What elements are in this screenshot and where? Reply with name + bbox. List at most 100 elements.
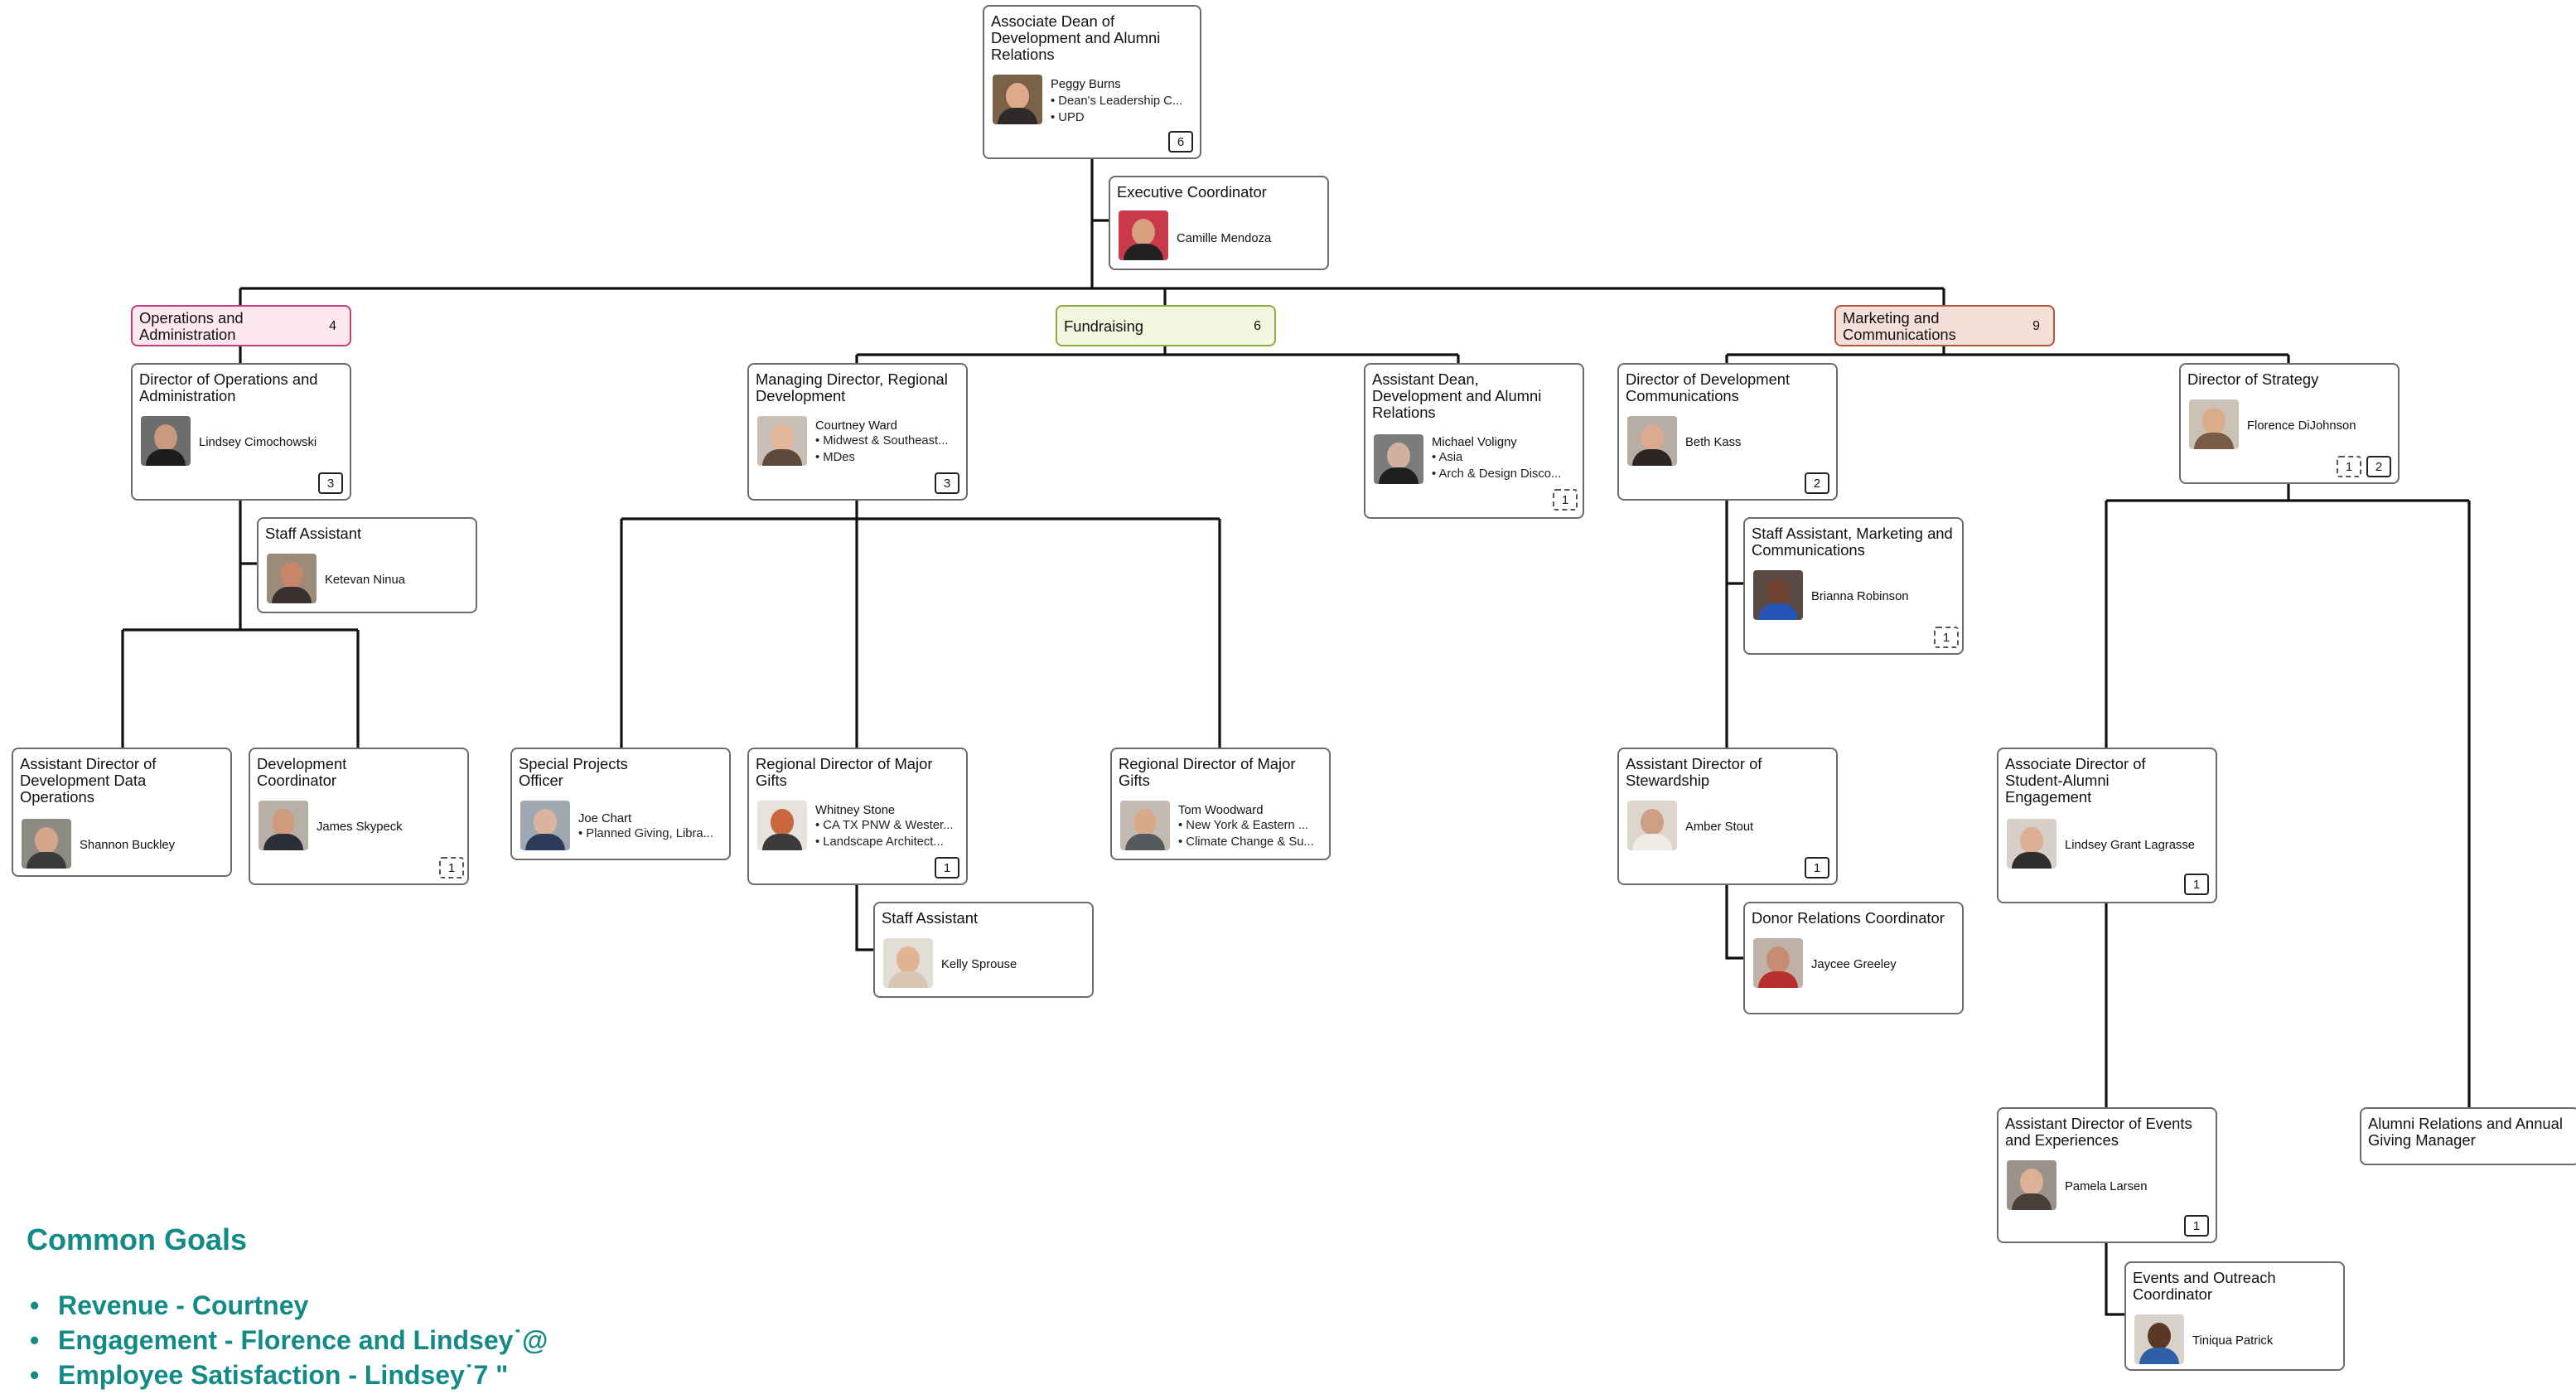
avatar [757, 801, 807, 850]
org-card-donor-relations-coordinator[interactable]: Donor Relations Coordinator Jaycee Greel… [1743, 902, 1964, 1014]
card-title: Director of Strategy [2187, 371, 2319, 388]
avatar [141, 416, 191, 466]
dept-label: Fundraising [1064, 318, 1144, 335]
reports-count-badge[interactable]: 1 [935, 857, 959, 879]
card-title: Director of Development Communications [1626, 371, 1791, 404]
avatar [1627, 801, 1677, 850]
avatar [22, 819, 71, 869]
dept-count: 6 [1254, 318, 1261, 333]
avatar [1374, 434, 1423, 484]
card-title: Donor Relations Coordinator [1752, 910, 1945, 927]
person-name: Ketevan Ninua [325, 572, 405, 587]
card-title: Assistant Director of Development Data O… [20, 756, 157, 806]
avatar [259, 801, 308, 850]
reports-count-badge[interactable]: 1 [2184, 1215, 2209, 1237]
org-card-development-coordinator[interactable]: Development Coordinator James Skypeck 1 [249, 748, 469, 885]
org-card-managing-director[interactable]: Managing Director, Regional Development … [747, 363, 968, 501]
org-card-staff-assistant-fund[interactable]: Staff Assistant Kelly Sprouse [873, 902, 1094, 998]
person-name: Peggy Burns [1051, 76, 1121, 91]
reports-count-badge[interactable]: 1 [1553, 489, 1578, 511]
avatar [2189, 399, 2239, 449]
org-card-director-operations[interactable]: Director of Operations and Administratio… [131, 363, 351, 501]
org-card-asst-dir-events[interactable]: Assistant Director of Events and Experie… [1997, 1107, 2217, 1243]
avatar [2007, 1160, 2056, 1210]
org-card-events-outreach-coordinator[interactable]: Events and Outreach Coordinator Tiniqua … [2124, 1261, 2345, 1371]
avatar [2007, 819, 2056, 869]
avatar [1627, 416, 1677, 466]
org-card-assoc-dir-student-alumni[interactable]: Associate Director of Student-Alumni Eng… [1997, 748, 2217, 903]
card-title: Director of Operations and Administratio… [139, 371, 318, 404]
org-card-regional-director-1[interactable]: Regional Director of Major Gifts Whitney… [747, 748, 968, 885]
person-details: • Dean's Leadership C...• UPD [1051, 93, 1183, 124]
org-card-staff-assistant-ops[interactable]: Staff Assistant Ketevan Ninua [257, 517, 477, 613]
dept-fundraising[interactable]: Fundraising 6 [1056, 305, 1276, 346]
card-title: Alumni Relations and Annual Giving Manag… [2368, 1116, 2563, 1149]
person-details: • Planned Giving, Libra... [578, 825, 713, 840]
common-goals-heading: Common Goals [27, 1223, 248, 1256]
goal-item: Revenue - Courtney [27, 1290, 548, 1324]
person-name: James Skypeck [317, 819, 403, 834]
reports-count-badge[interactable]: 1 [1934, 627, 1959, 648]
avatar [520, 801, 570, 850]
reports-count-badge[interactable]: 2 [2366, 456, 2391, 477]
card-title: Assistant Director of Stewardship [1626, 756, 1762, 789]
person-name: Brianna Robinson [1811, 588, 1909, 603]
card-title: Special Projects Officer [519, 756, 628, 789]
org-card-special-projects-officer[interactable]: Special Projects Officer Joe Chart • Pla… [510, 748, 731, 860]
avatar [1753, 570, 1803, 620]
dept-count: 4 [329, 318, 336, 333]
card-title: Staff Assistant [882, 910, 979, 927]
avatar [2134, 1314, 2184, 1364]
org-card-director-dev-communications[interactable]: Director of Development Communications B… [1617, 363, 1838, 501]
card-title: Events and Outreach Coordinator [2133, 1270, 2276, 1303]
org-card-regional-director-2[interactable]: Regional Director of Major Gifts Tom Woo… [1110, 748, 1331, 860]
org-card-associate-dean[interactable]: Associate Dean of Development and Alumni… [983, 5, 1201, 159]
reports-count-badge[interactable]: 3 [318, 472, 343, 494]
common-goals-list: Revenue - Courtney Engagement - Florence… [27, 1290, 548, 1394]
card-title: Executive Coordinator [1117, 184, 1267, 201]
card-title: Associate Director of Student-Alumni Eng… [2005, 756, 2146, 806]
org-card-alumni-relations-manager[interactable]: Alumni Relations and Annual Giving Manag… [2360, 1107, 2576, 1165]
org-card-staff-assistant-mkt[interactable]: Staff Assistant, Marketing and Communica… [1743, 517, 1964, 655]
dept-marketing-communications[interactable]: Marketing and Communications 9 [1834, 305, 2055, 346]
card-title: Regional Director of Major Gifts [1119, 756, 1296, 789]
person-name: Beth Kass [1685, 434, 1742, 449]
reports-count-badge[interactable]: 3 [935, 472, 959, 494]
card-title: Staff Assistant, Marketing and Communica… [1752, 525, 1953, 559]
card-title: Regional Director of Major Gifts [756, 756, 933, 789]
person-name: Kelly Sprouse [941, 956, 1017, 971]
avatar [1119, 211, 1168, 260]
person-name: Florence DiJohnson [2247, 418, 2356, 433]
person-name: Lindsey Grant Lagrasse [2065, 837, 2195, 852]
org-card-executive-coordinator[interactable]: Executive Coordinator Camille Mendoza [1109, 176, 1329, 270]
avatar [1120, 801, 1170, 850]
person-name: Whitney Stone [815, 802, 896, 817]
reports-count-badge[interactable]: 1 [2184, 874, 2209, 895]
avatar [1753, 938, 1803, 988]
reports-count-badge[interactable]: 1 [1805, 857, 1829, 879]
org-card-asst-dir-data-ops[interactable]: Assistant Director of Development Data O… [12, 748, 232, 877]
avatar [267, 554, 317, 603]
goal-item: Engagement - Florence and Lindsey˙@ [27, 1324, 548, 1359]
org-card-asst-dir-stewardship[interactable]: Assistant Director of Stewardship Amber … [1617, 748, 1838, 885]
person-name: Courtney Ward [815, 418, 897, 433]
card-title: Assistant Director of Events and Experie… [2005, 1116, 2192, 1149]
reports-count-badge[interactable]: 2 [1805, 472, 1829, 494]
card-title: Staff Assistant [265, 525, 362, 542]
person-details: • Midwest & Southeast...• MDes [815, 433, 949, 464]
person-name: Tom Woodward [1178, 802, 1264, 817]
dept-label: Operations and Administration [139, 310, 244, 343]
dept-operations-administration[interactable]: Operations and Administration 4 [131, 305, 351, 346]
card-title: Assistant Dean, Development and Alumni R… [1372, 371, 1542, 421]
reports-count-badge[interactable]: 1 [439, 857, 464, 879]
reports-count-badge[interactable]: 6 [1168, 131, 1193, 152]
person-name: Tiniqua Patrick [2192, 1333, 2274, 1348]
person-name: Jaycee Greeley [1811, 956, 1897, 971]
person-name: Camille Mendoza [1177, 230, 1272, 245]
goal-item: Employee Satisfaction - Lindsey˙7 " [27, 1359, 548, 1394]
org-card-director-strategy[interactable]: Director of Strategy Florence DiJohnson … [2179, 363, 2400, 484]
org-card-assistant-dean[interactable]: Assistant Dean, Development and Alumni R… [1364, 363, 1584, 519]
card-title: Associate Dean of Development and Alumni… [991, 13, 1161, 63]
reports-count-badge[interactable]: 1 [2337, 456, 2361, 477]
person-name: Shannon Buckley [80, 837, 176, 852]
